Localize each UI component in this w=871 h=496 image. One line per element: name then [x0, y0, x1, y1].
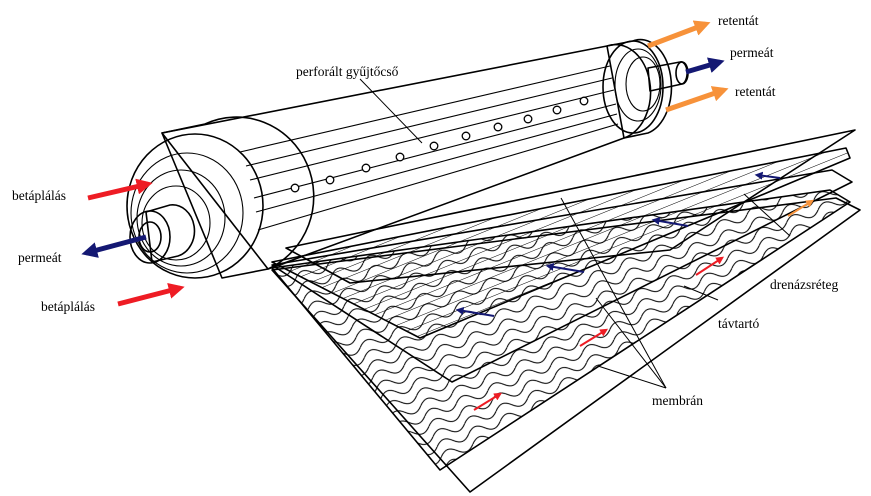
feed-arrow-top: [87, 178, 153, 201]
retentate-arrow-bottom: [665, 86, 729, 113]
leader-line-membrane-3: [597, 365, 667, 389]
perforation-hole: [429, 141, 439, 151]
right-end-cap: [602, 38, 689, 139]
permeate-arrow-right: [685, 57, 725, 75]
leader-line-drainage: [743, 193, 791, 237]
retentate-flow-arrow: [787, 199, 815, 217]
permeate-flow-arrow: [455, 306, 495, 317]
perforation-hole: [361, 163, 371, 173]
label-spacer: távtartó: [718, 316, 759, 331]
flow-arrows: [81, 20, 729, 307]
perforation-hole: [493, 122, 503, 132]
perforation-hole: [579, 96, 589, 106]
leader-lines: [359, 78, 791, 389]
feed-flow-arrow: [695, 256, 725, 276]
permeate-flow-arrow: [754, 171, 781, 180]
perforation-hole: [523, 114, 533, 124]
feed-arrow-bottom: [117, 283, 185, 307]
perforation-hole: [395, 152, 405, 162]
permeate-flow-arrow: [651, 217, 689, 227]
feed-flow-arrow: [473, 392, 503, 411]
membrane-sheet-top: [285, 129, 856, 284]
leader-line-spacer: [683, 285, 719, 301]
feed-flow-arrow: [579, 328, 609, 347]
label-retentate-top: retentát: [718, 13, 759, 28]
label-membrane: membrán: [652, 393, 703, 408]
label-permeate-left: permeát: [18, 250, 62, 265]
permeate-flow-arrow: [545, 262, 585, 273]
perforation-hole: [325, 175, 335, 185]
permeate-arrow-left: [81, 234, 147, 258]
left-end-cap: [126, 116, 315, 279]
label-feed-top: betáplálás: [12, 188, 66, 203]
label-collector-tube: perforált gyűjtőcső: [296, 64, 399, 79]
labels: betáplálás permeát betáplálás perforált …: [12, 13, 838, 408]
label-drainage-layer: drenázsréteg: [770, 277, 838, 292]
leaf-flow-arrows: [455, 171, 815, 411]
leader-line-collector: [359, 78, 423, 144]
perforation-hole: [461, 131, 471, 141]
perforation-hole: [552, 105, 562, 115]
collector-tube-perforations: [290, 96, 589, 193]
leader-line-membrane-2: [595, 297, 667, 389]
label-retentate-bottom: retentát: [735, 84, 776, 99]
leader-line-membrane-1: [560, 197, 667, 389]
label-feed-bottom: betáplálás: [41, 299, 95, 314]
retentate-arrow-top: [647, 20, 711, 49]
membrane-leaves: [271, 129, 861, 493]
module-cylinder: [126, 38, 689, 279]
label-permeate-right: permeát: [730, 45, 774, 60]
perforation-hole: [290, 183, 300, 193]
